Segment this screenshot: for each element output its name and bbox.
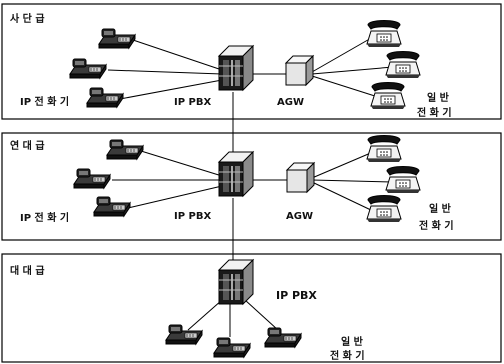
section-division: 사 단 급 IP 전 화 기 IP PBX AGW 일 반 전 화 기 <box>10 12 452 119</box>
agw-label: AGW <box>277 97 304 108</box>
ip-pbx-label: IP PBX <box>174 97 211 108</box>
analog-phone-icon <box>366 195 402 223</box>
ip-pbx-server-icon <box>218 45 254 91</box>
links <box>187 299 279 337</box>
agw-label: AGW <box>286 211 313 222</box>
ip-phone-icon <box>86 87 124 108</box>
ip-pbx-label: IP PBX <box>174 211 211 222</box>
analog-phone-icon <box>366 135 402 163</box>
analog-phone-label-line2: 전 화 기 <box>330 349 365 362</box>
ip-phone-icon <box>213 337 251 358</box>
agw-gateway-icon <box>286 162 315 193</box>
ip-phone-label: IP 전 화 기 <box>20 211 69 224</box>
agw-gateway-icon <box>285 55 314 86</box>
ip-phone-icon <box>98 28 136 49</box>
analog-phone-label-line1: 일 반 <box>427 91 450 104</box>
ip-phone-icon <box>93 196 131 217</box>
ip-phone-icon <box>69 58 107 79</box>
links <box>107 36 394 100</box>
section-title: 연 대 급 <box>10 139 45 152</box>
section-battalion: 대 대 급 IP PBX 일 반 전 화 기 <box>10 259 365 362</box>
ip-pbx-label: IP PBX <box>276 289 317 302</box>
section-title: 사 단 급 <box>10 12 45 25</box>
links <box>112 150 394 212</box>
analog-phone-label-line2: 전 화 기 <box>417 106 452 119</box>
ip-phone-label: IP 전 화 기 <box>20 95 69 108</box>
ip-pbx-server-icon <box>218 259 254 305</box>
section-frame-regiment <box>1 132 502 241</box>
analog-phone-icon <box>385 166 421 194</box>
analog-phone-label-line1: 일 반 <box>429 202 452 215</box>
section-title: 대 대 급 <box>10 264 45 277</box>
ip-phone-icon <box>264 327 302 348</box>
analog-phone-icon <box>370 82 406 110</box>
analog-phone-icon <box>366 20 402 48</box>
section-regiment: 연 대 급 IP 전 화 기 IP PBX AGW 일 반 전 화 기 <box>10 135 454 232</box>
ip-phone-icon <box>165 324 203 345</box>
section-frame-battalion <box>1 253 502 363</box>
analog-phone-label-line1: 일 반 <box>341 335 364 348</box>
ip-phone-icon <box>106 139 144 160</box>
analog-phone-icon <box>385 51 421 79</box>
section-frame-division <box>1 3 502 120</box>
ip-phone-icon <box>73 168 111 189</box>
ip-pbx-server-icon <box>218 151 254 197</box>
analog-phone-label-line2: 전 화 기 <box>419 219 454 232</box>
